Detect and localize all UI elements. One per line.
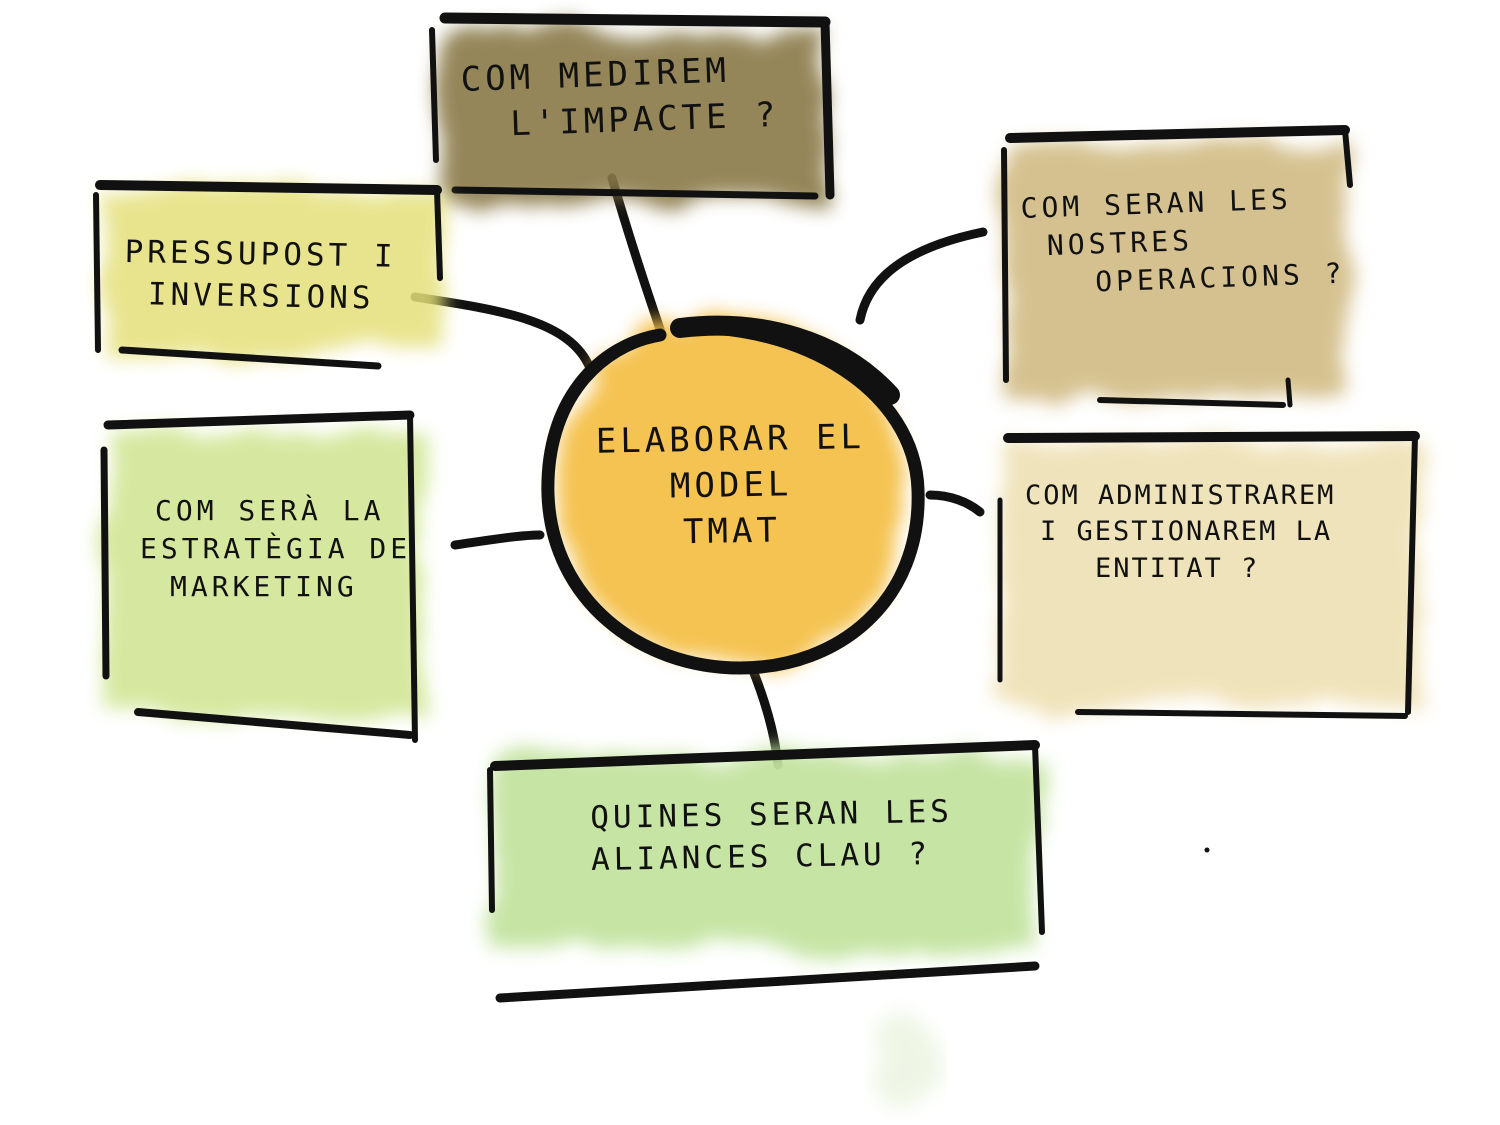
node-aliances-wash	[492, 755, 1040, 950]
central-node-fill	[555, 315, 905, 665]
node-marketing-label: COM SERÀ LA ESTRATÈGIA DE MARKETING	[140, 494, 412, 603]
node-aliances-label: QUINES SERAN LES ALIANCES CLAU ?	[590, 793, 954, 878]
paint-smudge	[875, 1015, 935, 1115]
connector-impacte	[607, 173, 667, 340]
node-pressupost-wash	[98, 190, 443, 350]
node-administrarem-wash	[1000, 440, 1420, 705]
central-node-outline	[541, 321, 925, 675]
node-operacions-label: COM SERAN LES NOSTRES OPERACIONS ?	[1020, 182, 1346, 299]
node-pressupost	[93, 180, 443, 370]
ink-dot	[1204, 847, 1210, 853]
connector-operacions	[855, 227, 988, 325]
node-administrarem	[997, 431, 1420, 719]
connector-administrarem	[925, 490, 985, 517]
node-operacions	[1001, 125, 1353, 408]
node-marketing-wash	[108, 430, 423, 715]
node-administrarem-label: COM ADMINISTRAREM I GESTIONAREM LA ENTIT…	[1025, 480, 1336, 584]
connector-marketing	[450, 530, 545, 550]
node-operacions-wash	[1005, 140, 1350, 400]
node-aliances	[487, 740, 1045, 1003]
center-label: ELABORAR EL MODEL TMAT	[595, 417, 866, 552]
connector-pressupost	[410, 292, 595, 373]
node-pressupost-label: PRESSUPOST I INVERSIONS	[124, 233, 397, 317]
node-impacte-label: COM MEDIREM L'IMPACTE ?	[460, 50, 781, 145]
node-impacte	[429, 12, 835, 200]
central-node	[541, 315, 925, 675]
node-marketing	[100, 410, 423, 743]
node-impacte-wash	[440, 28, 825, 200]
